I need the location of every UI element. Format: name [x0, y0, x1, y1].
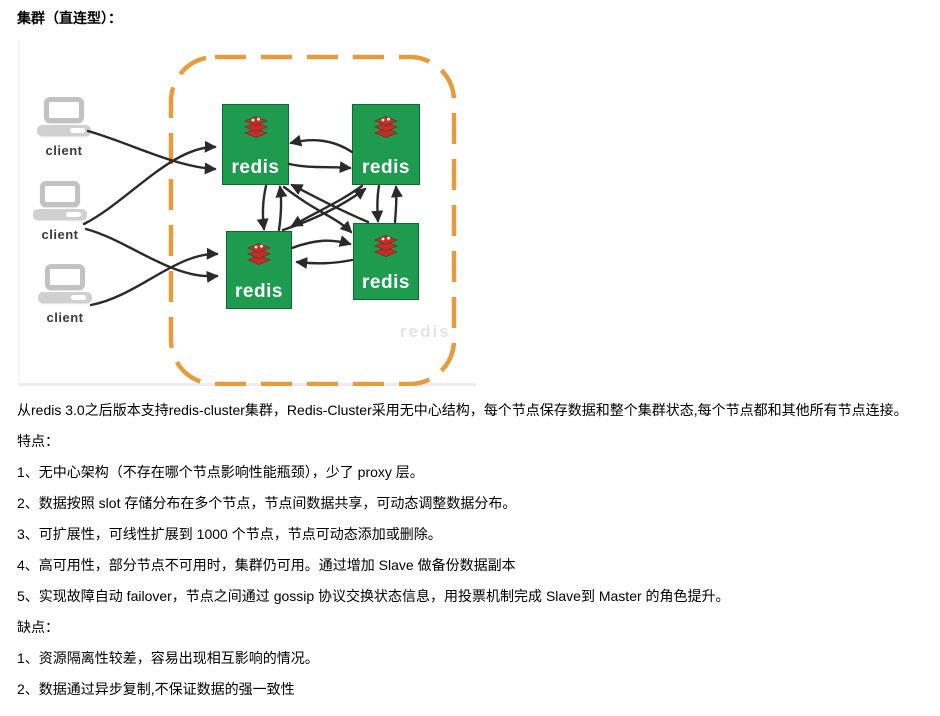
client-label: client — [45, 143, 83, 158]
redis-node-label: redis — [362, 157, 410, 178]
article-body: 从redis 3.0之后版本支持redis-cluster集群，Redis-Cl… — [17, 400, 938, 710]
client-computer: client — [36, 264, 94, 325]
feature-item-5: 5、实现故障自动 failover，节点之间通过 gossip 协议交换状态信息… — [17, 588, 730, 604]
page-title: 集群（直连型）： — [17, 10, 122, 26]
drawback-item-2: 2、数据通过异步复制,不保证数据的强一致性 — [17, 681, 295, 697]
feature-item-4: 4、高可用性，部分节点不可用时，集群仍可用。通过增加 Slave 做备份数据副本 — [17, 557, 516, 573]
laptop-base-icon — [38, 292, 92, 303]
laptop-base-icon — [37, 125, 91, 136]
feature-item-1: 1、无中心架构（不存在哪个节点影响性能瓶颈），少了 proxy 层。 — [17, 464, 424, 480]
redis-node: redis — [352, 104, 420, 185]
redis-node: redis — [222, 104, 289, 185]
redis-logo-icon — [373, 115, 399, 144]
features-heading: 特点： — [17, 433, 59, 449]
laptop-icon — [45, 264, 85, 290]
redis-cluster-diagram: client client client redis redis redis r… — [18, 40, 476, 386]
drawbacks-heading: 缺点： — [17, 619, 59, 635]
redis-logo-icon — [246, 242, 272, 271]
redis-logo-icon — [243, 115, 269, 144]
feature-item-2: 2、数据按照 slot 存储分布在多个节点，节点间数据共享，可动态调整数据分布。 — [17, 495, 517, 511]
redis-node-label: redis — [362, 272, 410, 293]
client-label: client — [41, 227, 79, 242]
redis-node-label: redis — [231, 157, 280, 178]
client-label: client — [46, 310, 84, 325]
redis-node-label: redis — [235, 281, 283, 302]
redis-node: redis — [226, 231, 292, 309]
redis-watermark: redis — [400, 322, 451, 341]
feature-item-3: 3、可扩展性，可线性扩展到 1000 个节点，节点可动态添加或删除。 — [17, 526, 442, 542]
laptop-base-icon — [33, 209, 87, 220]
drawback-item-1: 1、资源隔离性较差，容易出现相互影响的情况。 — [17, 650, 319, 666]
intro-paragraph: 从redis 3.0之后版本支持redis-cluster集群，Redis-Cl… — [17, 402, 908, 418]
redis-node: redis — [353, 223, 419, 300]
client-computer: client — [35, 97, 93, 158]
laptop-icon — [40, 181, 80, 207]
client-computer: client — [31, 181, 89, 242]
laptop-icon — [44, 97, 84, 123]
redis-logo-icon — [373, 234, 399, 263]
